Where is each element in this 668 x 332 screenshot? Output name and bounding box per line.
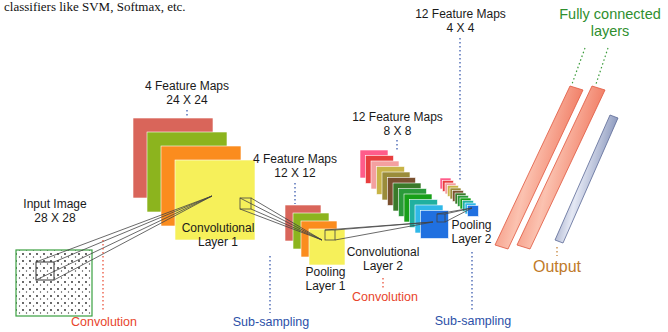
- input-caption: Input Image 28 X 28: [20, 198, 90, 226]
- layer-caption: 4 Feature Maps 12 X 12: [250, 153, 340, 181]
- layer-name: Pooling Layer 1: [298, 266, 353, 294]
- layer-name: Pooling Layer 2: [449, 219, 494, 247]
- layer-name: Convolutional Layer 2: [343, 246, 423, 274]
- operation-name: Convolution: [64, 315, 144, 329]
- feature-map: [421, 211, 449, 239]
- layer-caption: 4 Feature Maps 24 X 24: [142, 80, 232, 108]
- input-image: [16, 250, 92, 316]
- layer-caption: Fully connected layers: [556, 6, 664, 39]
- leader-lines: [103, 38, 608, 313]
- output-layer: [555, 115, 618, 243]
- layer-caption: 12 Feature Maps 4 X 4: [413, 8, 508, 36]
- feature-maps-conv2: [360, 150, 449, 239]
- convolution-lines: [36, 196, 472, 280]
- feature-maps-pool2: [440, 178, 479, 217]
- layer-caption: 12 Feature Maps 8 X 8: [350, 111, 445, 139]
- receptive-field: [36, 262, 54, 280]
- layer-name: Convolutional Layer 1: [178, 222, 258, 250]
- feature-map: [468, 206, 479, 217]
- feature-maps-pool1: [285, 205, 345, 265]
- feature-map: [309, 229, 345, 265]
- operation-name: Sub-sampling: [430, 314, 516, 328]
- operation-name: Convolution: [345, 290, 425, 304]
- page-text: classifiers like SVM, Softmax, etc.: [4, 0, 244, 15]
- output-caption: Output: [525, 258, 589, 276]
- operation-name: Sub-sampling: [228, 315, 314, 329]
